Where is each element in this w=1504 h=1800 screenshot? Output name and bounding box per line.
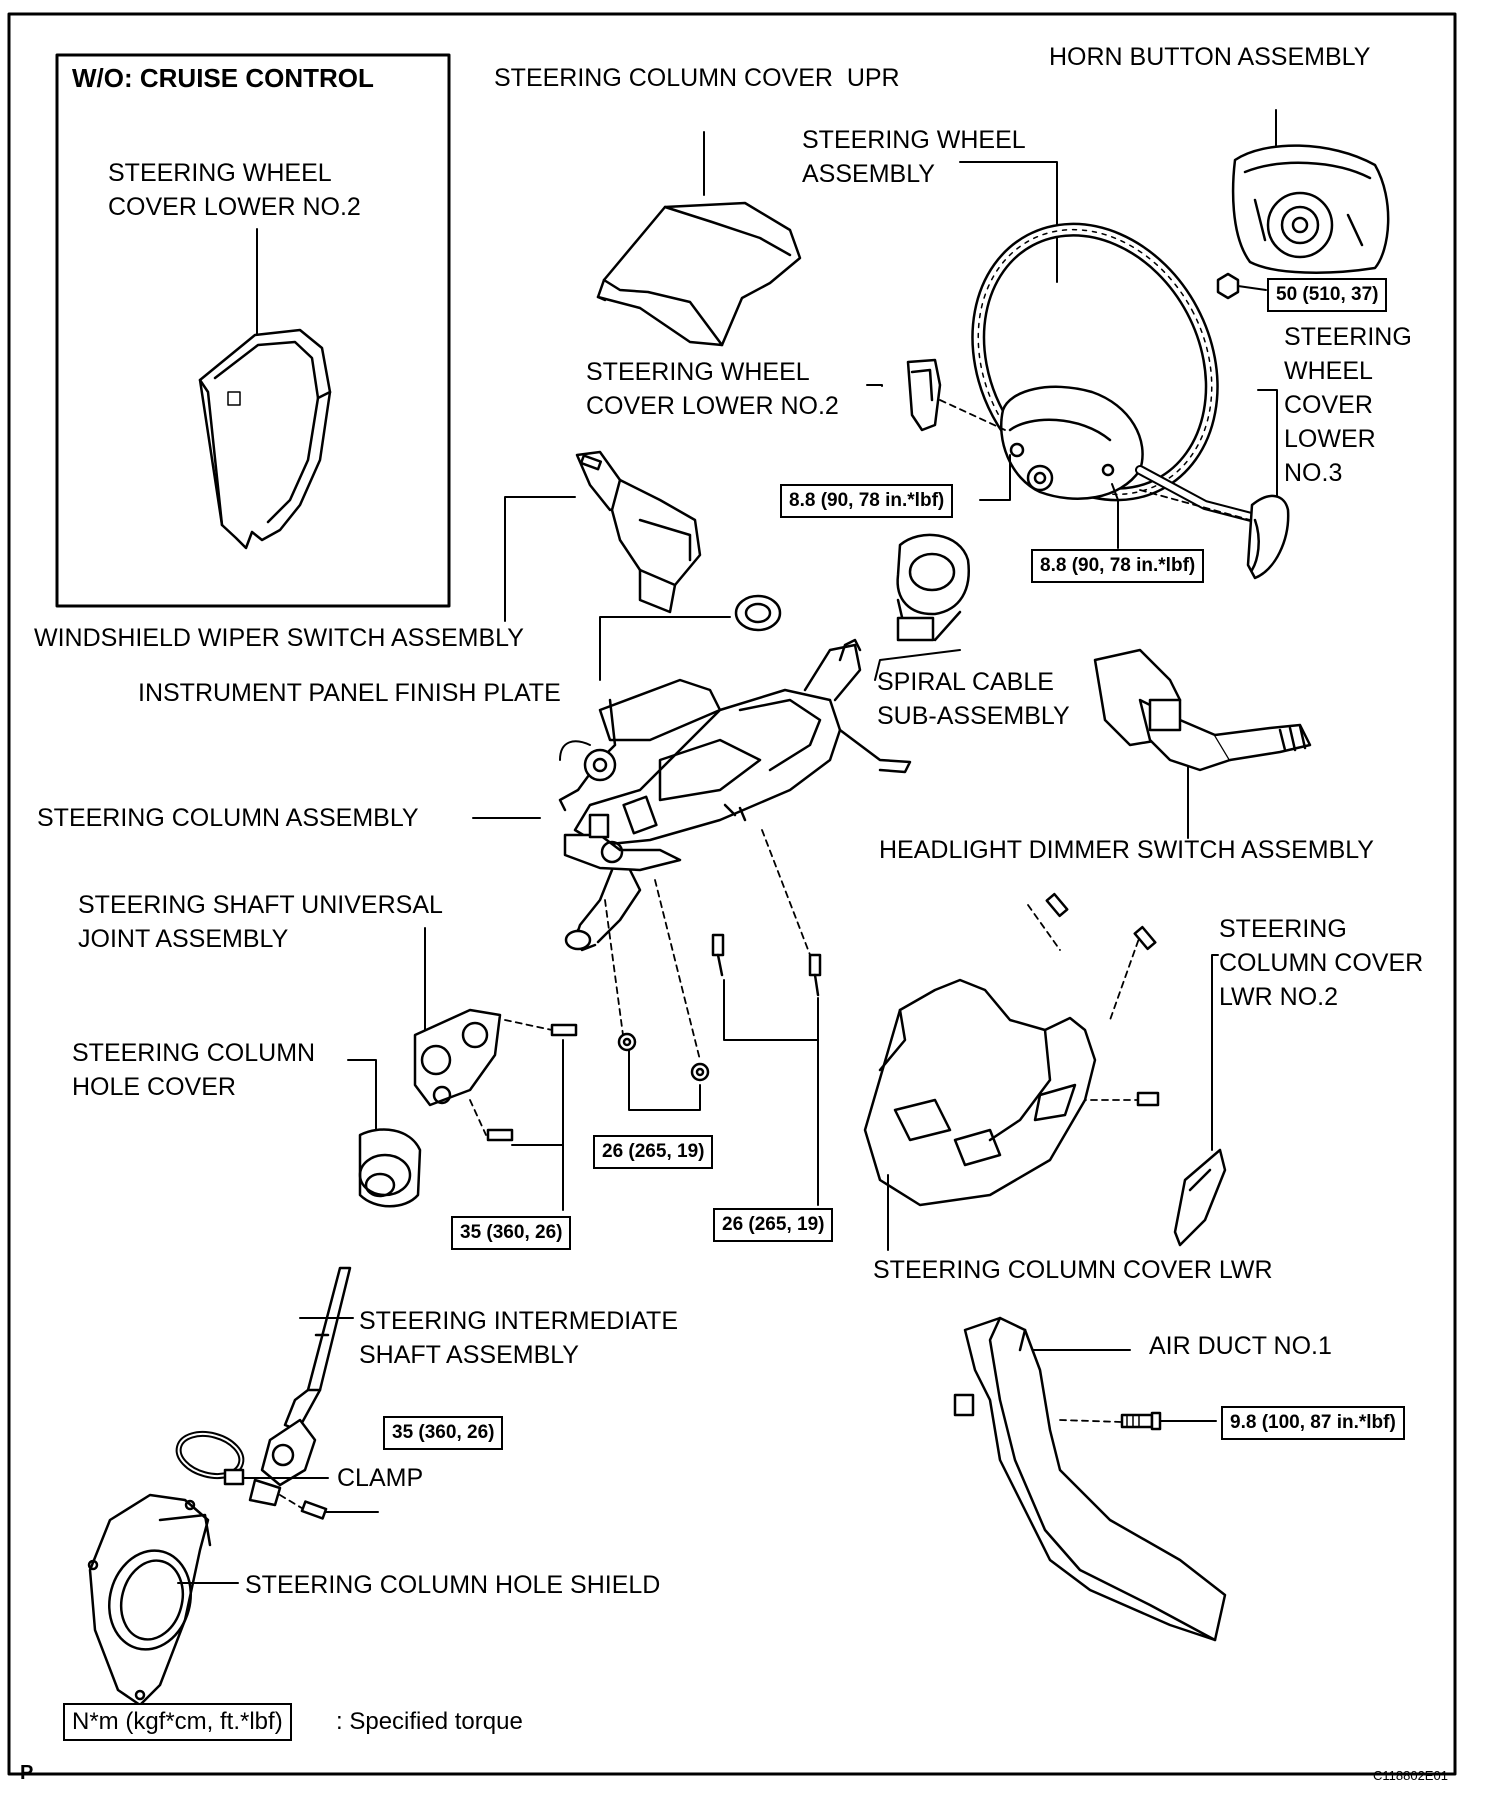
torque-wheel-left: 8.8 (90, 78 in.*lbf) xyxy=(780,484,954,518)
finish-plate-label: INSTRUMENT PANEL FINISH PLATE xyxy=(138,679,561,707)
hole-shield-drawing xyxy=(87,1493,239,1707)
hole-cover-drawing xyxy=(347,1059,422,1208)
torque-universal-joint: 35 (360, 26) xyxy=(451,1216,572,1250)
steering-column-drawing xyxy=(472,638,912,952)
headlight-switch-drawing xyxy=(1093,648,1312,839)
wiper-switch-label: WINDSHIELD WIPER SWITCH ASSEMBLY xyxy=(34,624,524,652)
column-assembly-label: STEERING COLUMN ASSEMBLY xyxy=(37,804,419,832)
air-duct-drawing xyxy=(953,1316,1227,1642)
inset-title: W/O: CRUISE CONTROL xyxy=(72,63,374,93)
spiral-cable-drawing xyxy=(874,533,970,681)
column-cover-lwr-label: STEERING COLUMN COVER LWR xyxy=(873,1256,1273,1284)
wheel-cover-lower-no3-label: STEERING WHEEL COVER LOWER NO.3 xyxy=(1284,323,1412,487)
column-fasteners-drawing xyxy=(604,829,822,1206)
intermediate-shaft-label: STEERING INTERMEDIATE SHAFT ASSEMBLY xyxy=(359,1307,679,1369)
steering-wheel-drawing xyxy=(959,161,1260,523)
universal-joint-drawing xyxy=(413,927,578,1211)
hole-cover-label: STEERING COLUMN HOLE COVER xyxy=(72,1039,316,1101)
torque-horn: 50 (510, 37) xyxy=(1267,278,1388,312)
wheel-left-bolt-leader xyxy=(979,454,1011,501)
finish-plate-drawing xyxy=(599,594,782,681)
horn-button-label: HORN BUTTON ASSEMBLY xyxy=(1049,43,1371,71)
column-cover-lwr-no2-drawing xyxy=(1173,954,1227,1247)
legend-text: : Specified torque xyxy=(336,1708,523,1735)
torque-intermediate: 35 (360, 26) xyxy=(383,1416,504,1450)
hole-shield-label: STEERING COLUMN HOLE SHIELD xyxy=(245,1571,661,1599)
torque-air-duct: 9.8 (100, 87 in.*lbf) xyxy=(1221,1406,1405,1440)
wheel-cover-lower-no2-drawing xyxy=(866,358,1006,432)
torque-wheel-right: 8.8 (90, 78 in.*lbf) xyxy=(1031,549,1205,583)
inset-frame xyxy=(55,53,451,608)
column-cover-lwr-no2-label: STEERING COLUMN COVER LWR NO.2 xyxy=(1219,915,1424,1011)
column-cover-upr-label: STEERING COLUMN COVER UPR xyxy=(494,64,900,92)
torque-column-bolts: 26 (265, 19) xyxy=(713,1208,834,1242)
clamp-label: CLAMP xyxy=(337,1464,424,1492)
figure-code: C118802E01 xyxy=(1373,1768,1448,1783)
torque-column-nuts: 26 (265, 19) xyxy=(593,1135,714,1169)
outer-frame xyxy=(7,12,1457,1776)
headlight-switch-label: HEADLIGHT DIMMER SWITCH ASSEMBLY xyxy=(879,836,1374,864)
steering-wheel-label: STEERING WHEEL ASSEMBLY xyxy=(802,126,1026,188)
wiper-switch-drawing xyxy=(504,450,702,622)
intermediate-shaft-drawing xyxy=(248,1266,379,1520)
column-cover-upr-drawing xyxy=(596,131,802,347)
inset-cover-lower-no2-drawing xyxy=(198,228,332,550)
inset-cover-lower-no2-label: STEERING WHEEL COVER LOWER NO.2 xyxy=(108,159,361,221)
spiral-cable-label: SPIRAL CABLE SUB-ASSEMBLY xyxy=(877,668,1070,730)
wheel-cover-lower-no3-drawing xyxy=(1139,389,1290,580)
clamp-drawing xyxy=(175,1430,329,1486)
wheel-right-bolt-leader xyxy=(1111,483,1119,549)
column-cover-lwr-drawing xyxy=(863,892,1160,1251)
legend-torque-unit-box: N*m (kgf*cm, ft.*lbf) xyxy=(63,1703,292,1741)
air-duct-label: AIR DUCT NO.1 xyxy=(1149,1332,1332,1360)
page-mark: P xyxy=(20,1762,34,1784)
universal-joint-label: STEERING SHAFT UNIVERSAL JOINT ASSEMBLY xyxy=(78,891,443,953)
horn-button-drawing xyxy=(1216,109,1390,300)
wheel-cover-lower-no2-label: STEERING WHEEL COVER LOWER NO.2 xyxy=(586,358,839,420)
